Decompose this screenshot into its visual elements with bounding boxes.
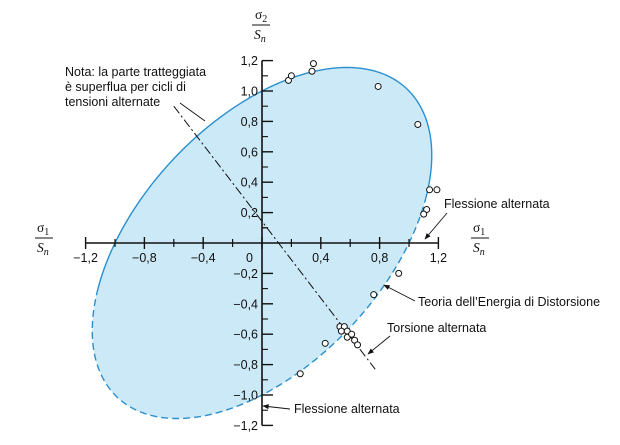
note-annotation: Nota: la parte tratteggiata è superflua …	[65, 65, 210, 109]
data-point	[348, 330, 356, 338]
y-tick-label: 0,8	[241, 115, 258, 129]
x-tick-label: 0,4	[312, 251, 329, 265]
x-tick-label: 0	[246, 251, 253, 265]
y-label-num: σ2	[255, 7, 267, 25]
data-points	[284, 60, 441, 378]
x-ticks: −1,2 −0,8 −0,4 0 0,4 0,8 1,2	[73, 237, 447, 265]
data-point	[321, 339, 329, 347]
flex-right-annotation: Flessione alternata	[444, 197, 550, 211]
data-point	[395, 269, 403, 277]
x-tick-label: −0,4	[191, 251, 216, 265]
y-tick-label: −0,8	[233, 358, 258, 372]
x-tick-label: −1,2	[73, 251, 98, 265]
y-tick-label: 0,2	[241, 206, 258, 220]
data-point	[420, 210, 428, 218]
y-axis-label: σ2 Sn	[252, 7, 270, 45]
data-point	[308, 67, 316, 75]
y-tick-label: 0,4	[241, 176, 258, 190]
y-ticks: 1,2 1,0 0,8 0,6 0,4 0,2 −0,2 −0,4 −0,6 −0,8 −1,0 −1…	[233, 54, 273, 433]
x-axis-label-right: σ1 Sn	[471, 220, 489, 258]
data-point	[296, 370, 304, 378]
flex-bottom-leader	[262, 404, 291, 410]
x-label-right-den: Sn	[473, 240, 485, 258]
data-point	[426, 186, 434, 194]
data-point	[433, 186, 441, 194]
x-tick-label: 1,2	[430, 251, 447, 265]
ellipse-solid-boundary	[97, 66, 433, 289]
y-tick-label: −1,0	[233, 389, 258, 403]
x-label-right-num: σ1	[473, 220, 485, 238]
x-label-left-num: σ1	[37, 220, 49, 238]
y-tick-label: 1,2	[241, 54, 258, 68]
axes: −1,2 −0,8 −0,4 0 0,4 0,8 1,2 1,2 1,0 0,8 0,6 0,4 0,…	[73, 54, 447, 433]
distortion-annotation: Teoria dell’Energia di Distorsione	[418, 295, 600, 309]
ellipse-dashed-boundary	[91, 197, 427, 420]
data-point	[287, 72, 295, 80]
x-label-left-den: Sn	[37, 240, 49, 258]
y-tick-label: −0,2	[233, 267, 258, 281]
note-leader	[179, 102, 206, 122]
torsion-annotation: Torsione alternata	[387, 321, 486, 335]
x-tick-label: −0,8	[132, 251, 157, 265]
data-point	[309, 60, 317, 68]
y-tick-label: −1,2	[233, 419, 258, 433]
data-point	[354, 341, 362, 349]
data-point	[374, 82, 382, 90]
data-point	[370, 291, 378, 299]
y-tick-label: −0,4	[233, 297, 258, 311]
x-tick-label: 0,8	[371, 251, 388, 265]
flex-right-leader	[424, 212, 448, 240]
y-tick-label: −0,6	[233, 328, 258, 342]
y-label-den: Sn	[254, 27, 266, 45]
x-axis-label-left: σ1 Sn	[35, 220, 53, 258]
torsion-leader	[367, 335, 391, 355]
data-point	[414, 120, 422, 128]
data-point	[337, 327, 345, 335]
y-tick-label: 0,6	[241, 145, 258, 159]
distortion-leader	[383, 284, 416, 302]
y-tick-label: 1,0	[241, 85, 258, 99]
flex-bottom-annotation: Flessione alternata	[294, 402, 400, 416]
